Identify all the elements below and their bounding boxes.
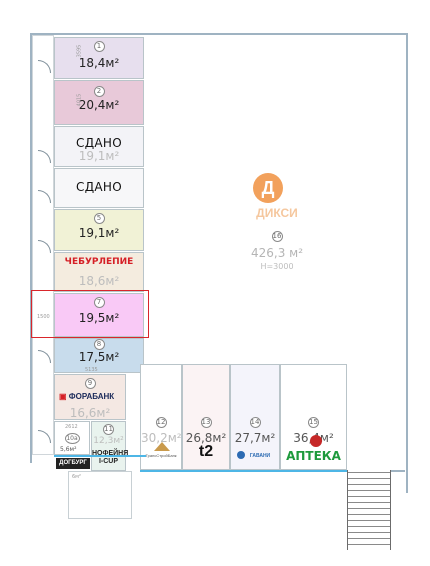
- unit-area: 27,7м²: [234, 431, 276, 445]
- unit-number: 15: [308, 417, 319, 428]
- glass-facade: [54, 455, 146, 457]
- forabank-icon: ▣: [59, 392, 67, 401]
- dogburg-logo: ДОГБУРГ: [56, 458, 90, 469]
- gavani-logo: ГАВАНИ: [249, 453, 271, 459]
- dixie-logo-icon: Д: [253, 173, 283, 203]
- unit-number: 1: [93, 41, 105, 52]
- unit-area: 26,8м²: [185, 431, 227, 445]
- unit-number: 16: [271, 231, 283, 242]
- unit-5[interactable]: 5 19,1м²: [54, 209, 144, 251]
- unit-number: 12: [155, 417, 167, 428]
- outer-wall-top: [30, 33, 408, 35]
- status-label: СДАНО: [76, 136, 122, 150]
- unit-2[interactable]: 2 20,4м² 4015: [54, 80, 144, 125]
- unit-area: 12,3м²: [93, 436, 124, 446]
- unit-12[interactable]: 12 30,2м² ТрансСтройБанк: [140, 364, 182, 470]
- unit-4[interactable]: СДАНО: [54, 168, 144, 208]
- unit-number: 14: [249, 417, 261, 428]
- dimension-label: 4015: [76, 93, 83, 107]
- entrance-stairs: [347, 470, 391, 550]
- unit-area: 17,5м²: [78, 350, 120, 364]
- dimension-label: 5135: [85, 367, 98, 373]
- ceiling-height: H=3000: [260, 262, 294, 271]
- unit-area: 426,3 м²: [250, 246, 304, 260]
- forabank-logo: ▣ ФОРАБАНК: [59, 392, 115, 401]
- dixie-logo: ДИКСИ: [256, 206, 298, 220]
- unit-area: 5,6м²: [60, 446, 77, 453]
- unit-number: 10а: [64, 433, 80, 444]
- unit-8[interactable]: 8 17,5м² 5135: [54, 338, 144, 373]
- unit-number: 13: [200, 417, 212, 428]
- unit-area: 18,6м²: [78, 274, 120, 288]
- unit-15[interactable]: 15 36,4м² АПТЕКА: [280, 364, 347, 470]
- unit-area: 19,1м²: [78, 226, 120, 240]
- status-label: СДАНО: [76, 180, 122, 194]
- apteka-logo: АПТЕКА: [286, 449, 341, 463]
- unit-area: 30,2м²: [141, 431, 182, 445]
- unit-7[interactable]: 7 19,5м²: [54, 293, 144, 337]
- t2-logo: t2: [198, 443, 214, 460]
- unit-number: 2: [93, 86, 105, 97]
- stair-lobby: [68, 471, 132, 519]
- unit-number: 11: [103, 424, 114, 435]
- dimension-label: 3595: [76, 44, 83, 58]
- transstroybank-icon: [154, 442, 170, 451]
- outer-wall-right: [406, 33, 408, 493]
- glass-facade: [140, 470, 350, 472]
- unit-number: 9: [84, 378, 96, 389]
- unit-11[interactable]: 11 12,3м² НОФЕЙНЯ I-CUP: [91, 421, 129, 471]
- unit-area: 16,6м²: [69, 406, 111, 420]
- unit-10a[interactable]: 2612 10а 5,6м²: [54, 421, 90, 455]
- unit-area: 19,1м²: [78, 149, 120, 163]
- outer-wall-left: [30, 33, 32, 463]
- unit-16[interactable]: Д ДИКСИ 16 426,3 м² H=3000: [150, 36, 404, 362]
- apteka-heart-icon: [310, 435, 322, 447]
- transstroybank-logo: ТрансСтройБанк: [145, 453, 177, 458]
- left-corridor: [32, 35, 54, 455]
- dimension-label: 1500: [37, 314, 50, 320]
- unit-number: 8: [93, 339, 105, 350]
- unit-area: 19,5м²: [78, 311, 120, 325]
- unit-14[interactable]: 14 27,7м² ГАВАНИ: [230, 364, 280, 470]
- unit-1[interactable]: 1 18,4м² 3595: [54, 37, 144, 79]
- unit-9[interactable]: 9 ▣ ФОРАБАНК 16,6м²: [54, 374, 126, 420]
- unit-number: 5: [93, 213, 105, 224]
- unit-13[interactable]: 13 26,8м² t2: [182, 364, 230, 470]
- unit-6[interactable]: ЧЕБУРЛЕПИЕ 18,6м²: [54, 252, 144, 292]
- small-area-label: 6м²: [72, 474, 81, 480]
- unit-area: 20,4м²: [78, 98, 120, 112]
- icup-logo: НОФЕЙНЯ I-CUP: [92, 450, 129, 465]
- cheburlepie-logo: ЧЕБУРЛЕПИЕ: [64, 257, 134, 267]
- unit-3[interactable]: СДАНО 19,1м²: [54, 126, 144, 167]
- selected-unit-outline: [31, 290, 149, 338]
- unit-number: 7: [93, 297, 105, 308]
- gavani-icon: [237, 451, 245, 459]
- unit-area: 18,4м²: [78, 56, 120, 70]
- dimension-label: 2612: [65, 424, 78, 430]
